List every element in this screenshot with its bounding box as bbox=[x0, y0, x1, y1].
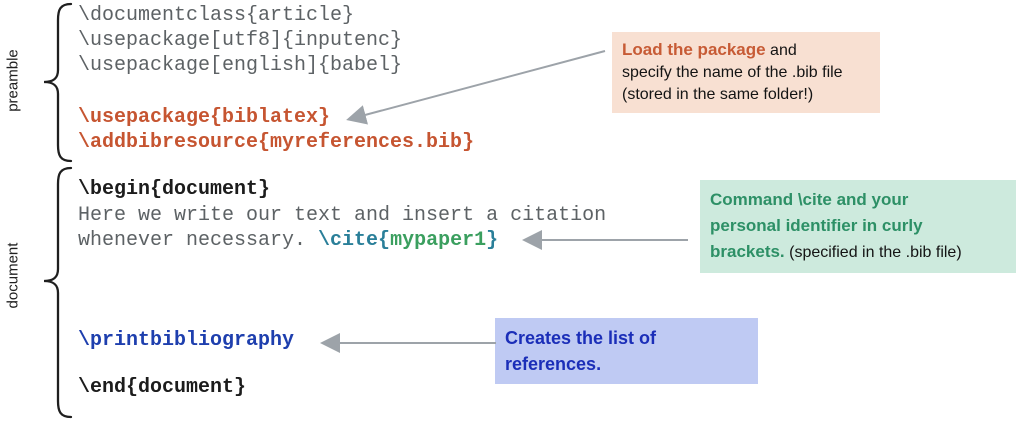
cite-note-rest: (specified in the .bib file) bbox=[784, 244, 962, 261]
code-line-babel: \usepackage[english]{babel} bbox=[78, 54, 403, 77]
note-line: brackets. (specified in the .bib file) bbox=[710, 239, 1006, 266]
arrow-load-package-icon bbox=[346, 50, 606, 125]
cite-command-open: \cite{ bbox=[318, 229, 391, 252]
note-line: Command \cite and your bbox=[710, 190, 909, 209]
note-line: references. bbox=[505, 354, 602, 374]
code-line-documentclass: \documentclass{article} bbox=[78, 4, 355, 27]
note-line: Load the package and bbox=[622, 39, 870, 62]
arrow-printbibliography-icon bbox=[320, 333, 496, 353]
note-line: personal identifier in curly bbox=[710, 216, 923, 235]
load-package-note-bold: Load the package bbox=[622, 40, 766, 59]
code-line-body-text: Here we write our text and insert a cita… bbox=[78, 204, 607, 227]
cite-command-close: } bbox=[486, 229, 499, 252]
cite-command-note: Command \cite and your personal identifi… bbox=[700, 180, 1016, 273]
cite-key: mypaper1 bbox=[390, 229, 487, 252]
code-line-citation: whenever necessary. \cite{mypaper1} bbox=[78, 229, 498, 253]
preamble-brace bbox=[43, 2, 73, 163]
citation-sentence: whenever necessary. bbox=[78, 229, 319, 252]
note-line: Creates the list of bbox=[505, 328, 657, 348]
document-label: document bbox=[4, 242, 22, 309]
code-line-printbibliography: \printbibliography bbox=[78, 329, 295, 352]
load-package-note: Load the package and specify the name of… bbox=[612, 32, 880, 113]
cite-note-bold: brackets. bbox=[710, 242, 785, 261]
document-brace bbox=[43, 166, 73, 419]
code-line-begin-document: \begin{document} bbox=[78, 178, 271, 201]
code-line-addbibresource: \addbibresource{myreferences.bib} bbox=[78, 131, 475, 154]
preamble-label: preamble bbox=[4, 49, 22, 112]
code-line-inputenc: \usepackage[utf8]{inputenc} bbox=[78, 29, 403, 52]
printbibliography-note: Creates the list of references. bbox=[495, 318, 758, 384]
note-line: specify the name of the .bib file bbox=[622, 64, 843, 81]
code-line-end-document: \end{document} bbox=[78, 376, 247, 399]
note-line: (stored in the same folder!) bbox=[622, 86, 814, 103]
arrow-cite-icon bbox=[522, 230, 688, 250]
load-package-note-rest: and bbox=[765, 42, 797, 59]
code-line-biblatex: \usepackage{biblatex} bbox=[78, 106, 331, 129]
